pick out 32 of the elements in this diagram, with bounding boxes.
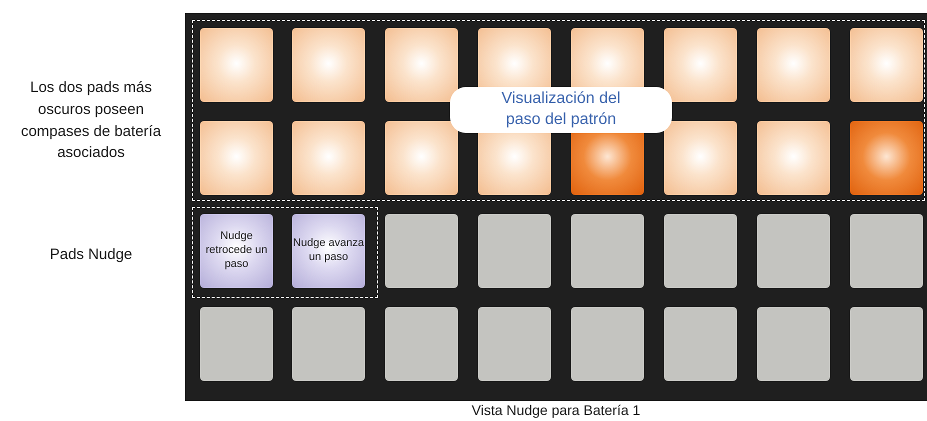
nudge-pad: Nudge retrocede un paso: [200, 214, 273, 288]
pad: [200, 307, 273, 381]
pad: [757, 121, 830, 195]
pad: [200, 28, 273, 102]
pad: [850, 214, 923, 288]
pad: [478, 307, 551, 381]
pad: [850, 28, 923, 102]
side-note: Los dos pads más oscuros poseen compases de batería asociados: [20, 78, 162, 164]
pad: [200, 121, 273, 195]
pad: [385, 28, 458, 102]
pad: [664, 28, 737, 102]
nudge-pad: Nudge avanza un paso: [292, 214, 365, 288]
pad: [292, 307, 365, 381]
pad: [385, 307, 458, 381]
pad: [385, 121, 458, 195]
pad: [757, 28, 830, 102]
caption: Vista Nudge para Batería 1: [470, 401, 642, 420]
pad: [385, 214, 458, 288]
pad: [664, 121, 737, 195]
pad: [292, 121, 365, 195]
pad: [850, 121, 923, 195]
pad: [850, 307, 923, 381]
pad: [664, 307, 737, 381]
side-note: Pads Nudge: [48, 245, 134, 265]
pad: [571, 307, 644, 381]
pad: [757, 307, 830, 381]
pad: [292, 28, 365, 102]
step-tooltip: Visualización del paso del patrón: [450, 87, 672, 133]
pad: [664, 214, 737, 288]
pad: [571, 214, 644, 288]
pad: [478, 214, 551, 288]
pad: [757, 214, 830, 288]
